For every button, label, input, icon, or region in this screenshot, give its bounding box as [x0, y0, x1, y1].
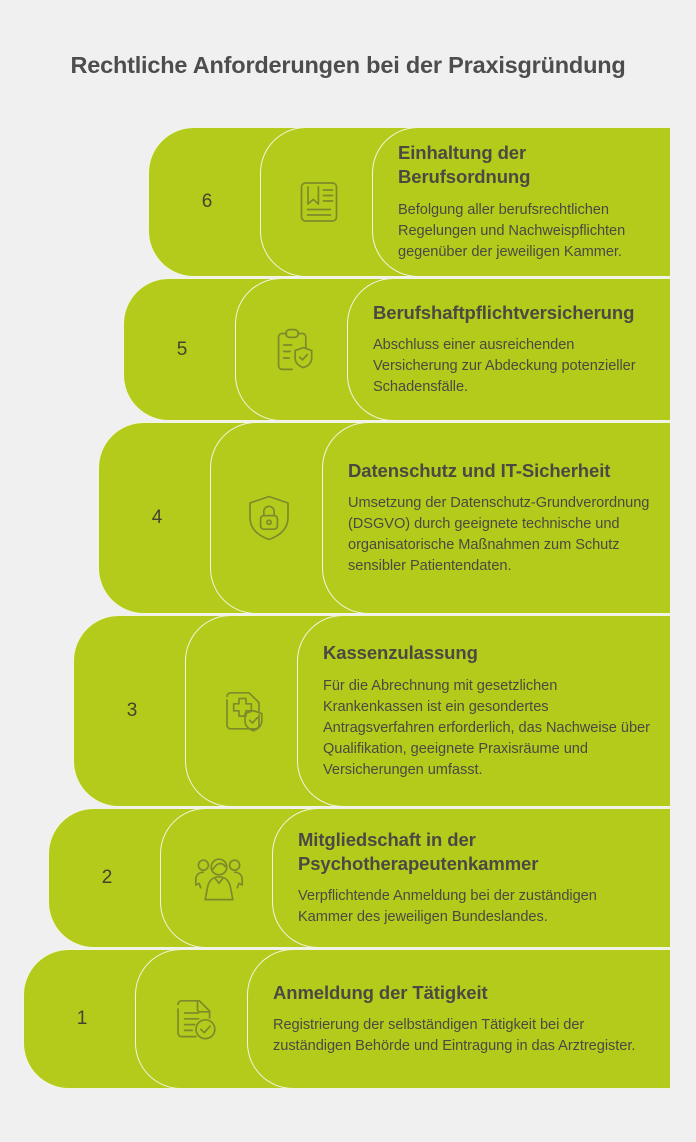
step-number: 5 [176, 338, 188, 360]
step-text-panel [272, 808, 670, 948]
step-description: Verpflichtende Anmeldung bei der zuständ… [298, 888, 597, 926]
step-number: 6 [201, 191, 213, 212]
step-number: 4 [151, 507, 163, 528]
step-title: Datenschutz und IT-Sicherheit [348, 459, 611, 481]
page-title: Rechtliche Anforderungen bei der Praxisg… [70, 52, 626, 78]
step-title: Einhaltung der Berufsordnung [398, 142, 531, 187]
step-title: Anmeldung der Tätigkeit [273, 981, 488, 1003]
step-title: Mitgliedschaft in der Psychotherapeutenk… [298, 828, 539, 874]
step-description: Befolgung aller berufsrechtlichen Regelu… [398, 201, 626, 260]
step-description: Abschluss einer ausreichenden Versicheru… [373, 337, 636, 396]
step-description: Registrierung der selbständigen Tätigkei… [273, 1017, 636, 1055]
step-text-panel [297, 615, 670, 807]
step-title: Berufshaftpflichtversicherung [373, 301, 635, 323]
document-bookmark-icon [260, 127, 378, 277]
shield-lock-icon [210, 422, 328, 614]
medical-document-shield-icon [185, 615, 303, 807]
step-description: Umsetzung der Datenschutz-Grundverordnun… [348, 495, 650, 575]
step-number: 3 [126, 700, 138, 721]
step-text-panel [372, 127, 670, 277]
step-text-panel [347, 278, 670, 421]
step-title: Kassenzulassung [323, 642, 478, 664]
step-card[interactable]: 2 Mitgliedschaft in der Psychotherapeuten… [0, 808, 696, 948]
step-text-panel [247, 949, 670, 1089]
step-number: 1 [76, 1008, 88, 1029]
people-group-icon [160, 808, 278, 948]
clipboard-shield-check-icon [235, 278, 353, 421]
step-description: Für die Abrechnung mit gesetzlichen Kran… [323, 677, 650, 778]
step-number: 2 [101, 867, 113, 888]
document-check-icon [135, 949, 253, 1089]
step-text-panel [322, 422, 670, 614]
step-body: Mitgliedschaft in der Psychotherapeutenk… [298, 808, 670, 948]
